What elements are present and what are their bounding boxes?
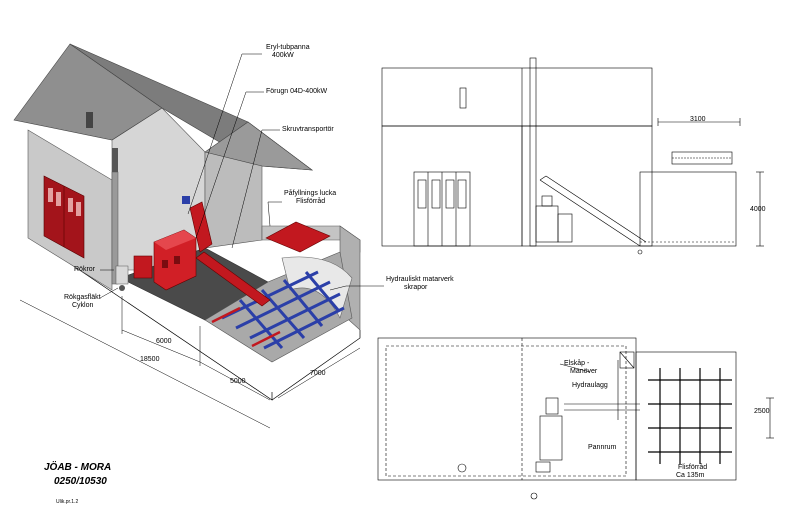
label-rokror: Rökror bbox=[74, 266, 96, 273]
label-hydraulagg: Hydraulagg bbox=[572, 382, 608, 389]
dim-6000: 6000 bbox=[156, 338, 172, 345]
plan-boiler bbox=[530, 397, 563, 500]
boiler bbox=[153, 229, 197, 291]
label-elskap: Elskåp - bbox=[564, 360, 590, 367]
title-sheet: Ulik.pr.1.2 bbox=[56, 499, 79, 505]
plan-scraper-grid bbox=[648, 368, 732, 464]
dim-5000: 5000 bbox=[230, 378, 246, 385]
dim-7000: 7000 bbox=[310, 370, 326, 377]
label-flis-area: Ca 135m bbox=[676, 472, 705, 479]
label-eryl: Eryl-tubpanna bbox=[266, 44, 310, 51]
label-rokgas-sub: Cyklon bbox=[72, 302, 94, 309]
label-rokgas: Rökgasfläkt bbox=[64, 294, 101, 301]
filling-hatch bbox=[265, 221, 331, 253]
elevation-conveyor bbox=[539, 175, 647, 255]
label-hydraul: Hydrauliskt matarverk bbox=[386, 276, 454, 283]
dim-2500: 2500 bbox=[754, 408, 770, 415]
elevation-view bbox=[381, 57, 764, 255]
title-number: 0250/10530 bbox=[54, 476, 107, 487]
label-pannrum: Pannrum bbox=[588, 444, 617, 451]
dimension-lines bbox=[19, 296, 361, 429]
label-eryl-kw: 400kW bbox=[272, 52, 294, 59]
dim-18500: 18500 bbox=[140, 356, 160, 363]
elevation-boiler bbox=[535, 195, 573, 243]
label-pafyll-sub: Flisförråd bbox=[296, 198, 326, 205]
label-hydraul-sub: skrapor bbox=[404, 284, 428, 291]
label-flisforrad: Flisförråd bbox=[678, 464, 708, 471]
label-forugn: Förugn 04D-400kW bbox=[266, 88, 328, 95]
chute-motor bbox=[182, 196, 190, 204]
isometric-view bbox=[13, 43, 384, 429]
screw-conveyor bbox=[195, 251, 271, 307]
chimney-top bbox=[112, 148, 118, 172]
title-company: JÖAB - MORA bbox=[44, 462, 112, 473]
label-elskap-sub: Manöver bbox=[570, 368, 598, 375]
label-pafyll: Påfyllnings lucka bbox=[284, 190, 337, 197]
leader-lines bbox=[99, 53, 384, 299]
scraper-red-bars bbox=[211, 306, 281, 348]
conveyor-chute bbox=[189, 201, 213, 253]
roof-vent bbox=[86, 112, 93, 128]
red-door bbox=[43, 175, 85, 259]
elevation-door bbox=[413, 171, 471, 247]
plan-drain bbox=[457, 463, 467, 473]
plan-view bbox=[377, 337, 774, 500]
dim-3100: 3100 bbox=[690, 116, 706, 123]
cyclone-fan bbox=[115, 265, 129, 291]
annex-wall bbox=[204, 149, 263, 249]
dim-4000: 4000 bbox=[750, 206, 766, 213]
pre-furnace bbox=[133, 255, 153, 279]
label-skruv: Skruvtransportör bbox=[282, 126, 334, 133]
